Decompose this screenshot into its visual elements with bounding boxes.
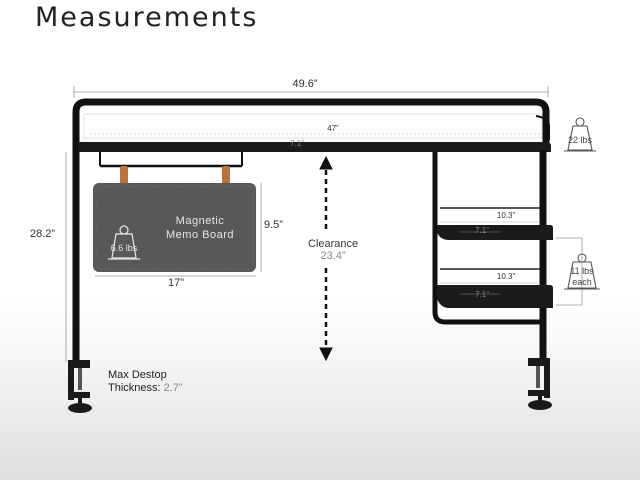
clearance-arrow [319, 155, 333, 362]
shelf-weight-each: each [572, 277, 592, 287]
top-depth-label: 7.1” [290, 139, 304, 148]
memo-weight-label: 6.6 lbs [110, 243, 138, 253]
clearance-label: Clearance 23.4” [308, 238, 358, 262]
height-label: 28.2” [30, 228, 56, 240]
overall-width-dimension [73, 86, 549, 98]
memo-board-label: Magnetic Memo Board [160, 214, 240, 242]
board-width-label: 17” [168, 277, 184, 289]
memo-board-line1: Magnetic [175, 215, 225, 227]
top-width-label: 47” [327, 124, 339, 133]
shelf-upper [437, 207, 553, 240]
left-clamp [68, 360, 92, 413]
overall-width-label: 49.6” [292, 78, 318, 90]
thickness-line1: Max Destop [108, 369, 167, 381]
desktop-board [78, 142, 551, 152]
shelf-lower-depth-label: 7.1” [475, 290, 489, 299]
clearance-value: 23.4” [320, 250, 346, 262]
hanging-bar [99, 152, 243, 168]
board-height-label: 9.5” [264, 219, 283, 231]
top-weight-icon [564, 117, 596, 152]
page-title: Measurements [35, 2, 259, 33]
memo-board-line2: Memo Board [166, 229, 234, 241]
clearance-title: Clearance [308, 238, 359, 250]
shelf-upper-depth-label: 7.1” [475, 226, 489, 235]
shelf-frame [432, 152, 543, 325]
shelf-weight-label: 11 lbs each [564, 266, 600, 288]
shelf-weight-value: 11 lbs [570, 266, 594, 276]
desk-back-panel [83, 113, 543, 139]
memo-weight-icon [108, 225, 140, 260]
right-clamp [528, 358, 552, 410]
memo-board-felt [93, 183, 256, 272]
shelf-upper-width-label: 10.3” [496, 211, 516, 220]
thickness-value: 2.7” [163, 382, 183, 394]
shelf-weight-icon [564, 253, 600, 290]
shelf-weight-bracket [556, 237, 583, 306]
thickness-label: Thickness: [108, 382, 161, 394]
top-rail [72, 98, 550, 362]
top-weight-label: 22 lbs [567, 135, 593, 145]
desktop-thickness-label: Max Destop Thickness: 2.7” [108, 369, 183, 395]
shelf-lower-width-label: 10.3” [496, 272, 516, 281]
shelf-lower [437, 268, 553, 308]
